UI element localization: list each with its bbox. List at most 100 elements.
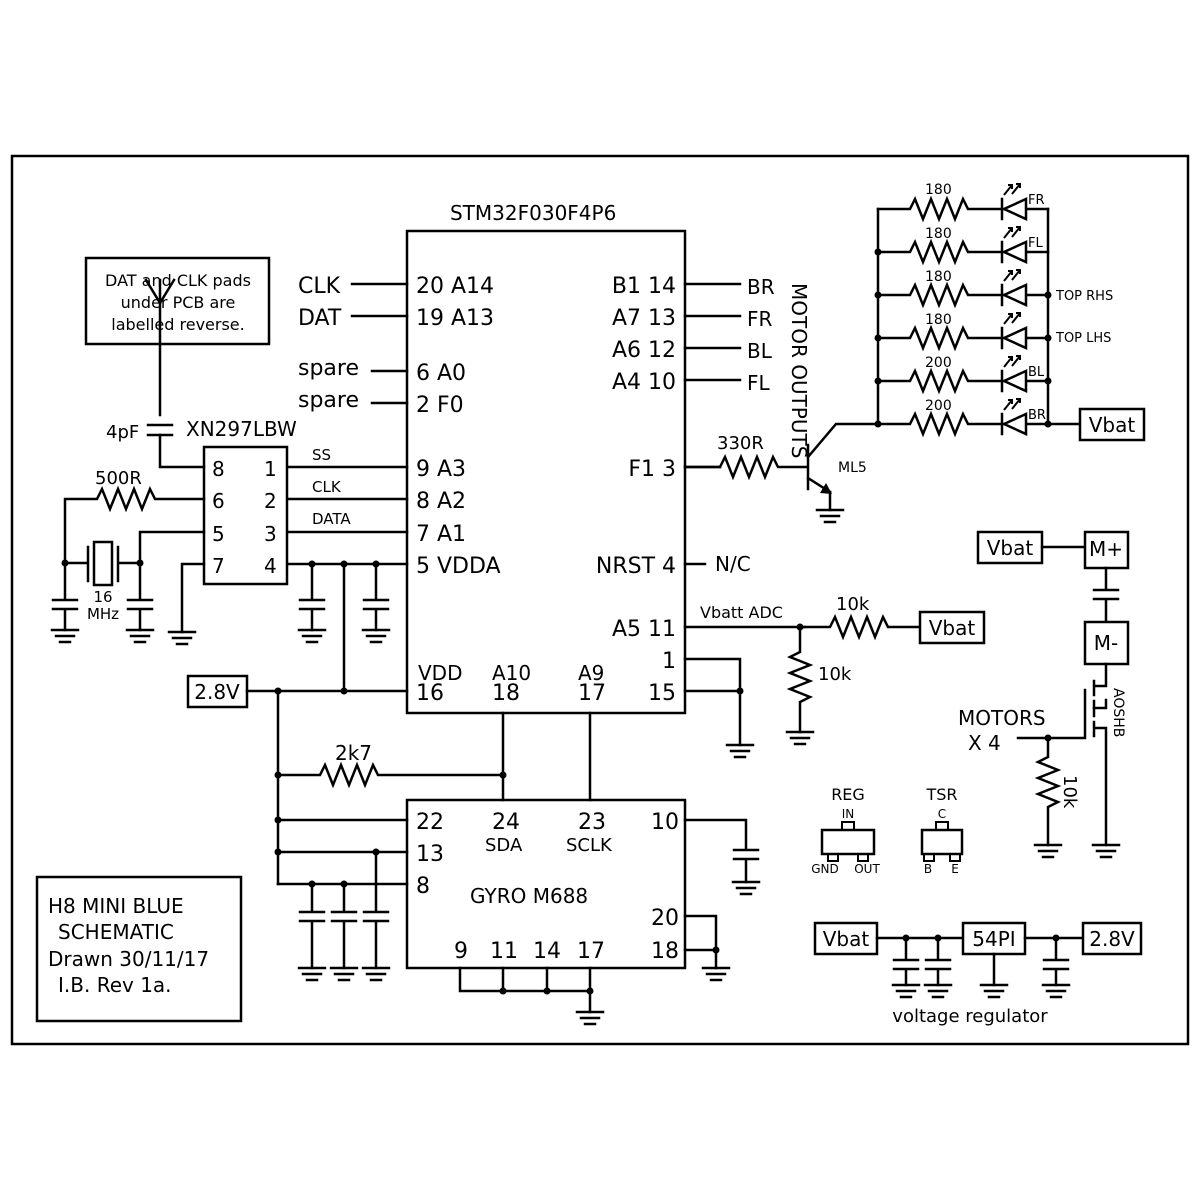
mcu-bottom-label: VDD xyxy=(418,661,462,685)
svg-text:8: 8 xyxy=(416,874,430,899)
led-row xyxy=(876,355,1050,395)
led-resistor-label: 180 xyxy=(925,269,952,285)
mcu-bottom-label: A9 xyxy=(578,661,604,685)
mcu-pin-label: 2 F0 xyxy=(416,393,464,418)
svg-text:24: 24 xyxy=(492,810,520,835)
signal-nc: N/C xyxy=(715,552,751,576)
divider-top-label: 10k xyxy=(836,594,870,615)
ground-icon xyxy=(1041,983,1071,999)
led-row xyxy=(876,312,1050,352)
mcu-bottom-pin: 17 xyxy=(578,681,606,706)
svg-text:6: 6 xyxy=(212,489,225,513)
svg-text:8: 8 xyxy=(212,457,225,481)
motor-output-label: BR xyxy=(747,275,775,299)
radio-signal-label: DATA xyxy=(312,510,351,528)
svg-text:under PCB are: under PCB are xyxy=(121,293,236,312)
svg-text:C: C xyxy=(938,807,946,821)
ground-icon xyxy=(361,628,391,644)
svg-text:Vbat: Vbat xyxy=(823,927,870,951)
vbat-box xyxy=(918,610,986,645)
gyro-block: GYRO M688 24 23 SDA SCLK 22 13 8 10 20 1… xyxy=(276,711,760,1014)
svg-text:13: 13 xyxy=(416,842,444,867)
led-rows xyxy=(876,183,1050,438)
ground-icon xyxy=(297,966,327,982)
pad-note: DAT and CLK pads under PCB are labelled … xyxy=(84,256,271,346)
motor-output-label: FR xyxy=(747,307,773,331)
motor-driver: Vbat M+ M- AOSHB MOTORS X 4 10k xyxy=(958,530,1130,847)
junction-dot xyxy=(308,560,316,568)
led-icon xyxy=(1000,197,1050,221)
mcu-pin-label: A7 13 xyxy=(612,306,676,331)
mcu-pin-label: 20 A14 xyxy=(416,274,494,299)
led-resistor xyxy=(876,238,1004,266)
svg-text:5: 5 xyxy=(212,522,225,546)
motors-label: MOTORS xyxy=(958,706,1046,730)
led-icon xyxy=(1000,369,1050,393)
ground-symbols xyxy=(50,508,1121,1026)
svg-text:2.8V: 2.8V xyxy=(1089,927,1135,951)
svg-text:17: 17 xyxy=(577,939,605,964)
svg-text:11: 11 xyxy=(490,939,518,964)
svg-text:18: 18 xyxy=(651,939,679,964)
junction-dot xyxy=(372,560,380,568)
ground-icon xyxy=(725,743,755,759)
led-row xyxy=(876,398,1050,438)
svg-text:B: B xyxy=(924,862,932,876)
base-resistor-label: 330R xyxy=(717,433,764,454)
vbat-box xyxy=(1078,407,1146,442)
led-resistor-label: 180 xyxy=(925,312,952,328)
junction-dot xyxy=(874,291,882,299)
led-light-icon xyxy=(1003,312,1021,325)
led-resistor xyxy=(876,195,1004,223)
svg-text:M+: M+ xyxy=(1089,537,1123,561)
ground-icon xyxy=(701,966,731,982)
junction-dot xyxy=(1044,377,1052,385)
led-icon xyxy=(1000,283,1050,307)
led-label: TOP LHS xyxy=(1055,331,1111,346)
led-resistor xyxy=(876,324,1004,352)
junction-dot xyxy=(902,934,910,942)
led-label: FR xyxy=(1028,193,1045,208)
ground-icon xyxy=(923,983,953,999)
ground-icon xyxy=(167,630,197,646)
led-label: BR xyxy=(1028,408,1046,423)
mcu-bottom-pin: 16 xyxy=(416,681,444,706)
motors-count: X 4 xyxy=(968,731,1001,755)
svg-text:Vbat: Vbat xyxy=(929,616,976,640)
junction-dot xyxy=(874,248,882,256)
junction-dot xyxy=(1044,734,1052,742)
svg-text:IN: IN xyxy=(842,807,855,821)
gyro-body xyxy=(405,798,687,970)
mcu-pin-label: 9 A3 xyxy=(416,457,466,482)
led-resistor-label: 200 xyxy=(925,355,952,371)
crystal-freq: 16 xyxy=(93,588,112,606)
svg-text:54PI: 54PI xyxy=(972,927,1015,951)
mcu-pin-label: 5 VDDA xyxy=(416,554,501,579)
gyro-signal-label: SCLK xyxy=(566,835,613,856)
led-driver: 180 180 180 180 200 200 FR FL TOP RHS TO… xyxy=(683,182,1146,512)
led-light-icon xyxy=(1003,269,1021,282)
led-label: TOP RHS xyxy=(1055,289,1113,304)
svg-text:E: E xyxy=(951,862,959,876)
svg-text:GND: GND xyxy=(811,862,839,876)
divider-bottom-label: 10k xyxy=(818,664,852,685)
junction-dot xyxy=(874,420,882,428)
mcu-pin-label: A5 11 xyxy=(612,617,676,642)
ground-icon xyxy=(125,628,155,644)
v28-box xyxy=(1081,921,1143,956)
regulator-caption: voltage regulator xyxy=(892,1006,1048,1027)
title-line: SCHEMATIC xyxy=(58,920,174,944)
led-light-icon xyxy=(1003,226,1021,239)
led-row xyxy=(876,269,1050,309)
led-icon xyxy=(1000,412,1050,436)
led-row xyxy=(876,183,1050,223)
junction-dot xyxy=(61,559,69,567)
led-resistor-label: 180 xyxy=(925,226,952,242)
title-line: Drawn 30/11/17 xyxy=(48,947,209,971)
title-line: H8 MINI BLUE xyxy=(48,894,184,918)
mcu-bottom-label: A10 xyxy=(492,661,531,685)
svg-text:OUT: OUT xyxy=(854,862,880,876)
svg-text:M-: M- xyxy=(1094,631,1118,655)
vbat-box xyxy=(976,530,1044,565)
